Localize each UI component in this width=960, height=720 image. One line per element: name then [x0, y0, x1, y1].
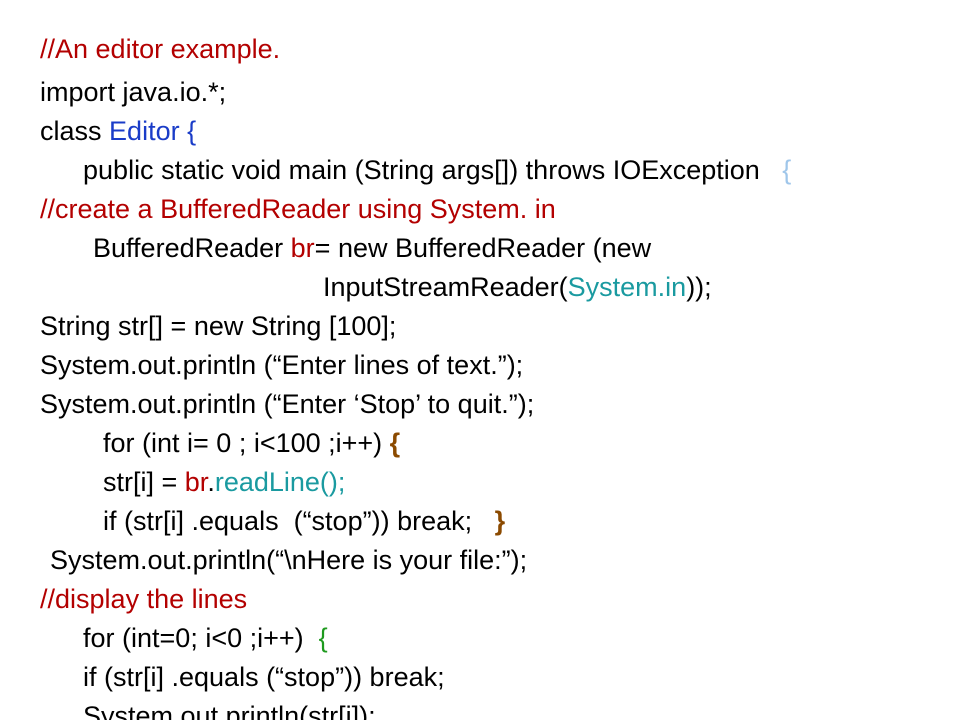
code-text: import java.io.*;	[40, 77, 227, 107]
class-name-text: Editor {	[109, 116, 197, 146]
comment-text: //display the lines	[40, 584, 248, 614]
code-line: class Editor {	[10, 80, 196, 146]
comment-text: //create a BufferedReader using System. …	[40, 194, 556, 224]
code-line: System.out.println (“Enter ‘Stop’ to qui…	[10, 353, 534, 419]
variable-text: br	[184, 467, 208, 497]
code-text: public static void main (String args[]) …	[83, 155, 760, 185]
brace-text: }	[494, 506, 506, 536]
code-text: System.out.println(str[i]);	[83, 701, 376, 720]
code-line: System.out.println(str[i]);	[53, 665, 376, 720]
code-line: str[i] = br.readLine();	[73, 431, 345, 497]
code-line: //create a BufferedReader using System. …	[10, 158, 556, 224]
code-line: InputStreamReader(System.in));	[293, 236, 712, 302]
highlight-text: readLine();	[214, 467, 346, 497]
code-text: System.out.println (“Enter ‘Stop’ to qui…	[40, 389, 535, 419]
code-line: } } }	[53, 690, 140, 720]
code-text: String str[] = new String [100];	[40, 311, 397, 341]
code-text: for (int i= 0 ; i<100 ;i++)	[103, 428, 390, 458]
code-text: .	[207, 467, 215, 497]
code-text: System.out.println(“\nHere is your file:…	[50, 545, 528, 575]
code-text: if (str[i] .equals (“stop”)) break;	[83, 662, 445, 692]
code-line: import java.io.*;	[10, 41, 226, 107]
code-text: class	[40, 116, 110, 146]
code-line: String str[] = new String [100];	[10, 275, 396, 341]
code-line: //An editor example.	[10, 0, 280, 64]
code-text: for (int=0; i<0 ;i++)	[83, 623, 319, 653]
code-line: public static void main (String args[]) …	[53, 119, 791, 185]
brace-text: {	[318, 623, 328, 653]
code-line: System.out.println (“Enter lines of text…	[10, 314, 523, 380]
highlight-text: System.in	[567, 272, 687, 302]
code-line: //display the lines	[10, 548, 247, 614]
code-text: InputStreamReader(	[323, 272, 568, 302]
code-line: System.out.println(“\nHere is your file:…	[20, 509, 527, 575]
code-text: = new BufferedReader (new	[314, 233, 652, 263]
comment-text: //An editor example.	[40, 34, 281, 64]
code-text: BufferedReader	[93, 233, 291, 263]
code-text: if (str[i] .equals (“stop”)) break;	[103, 506, 495, 536]
brace-text: {	[389, 428, 401, 458]
code-text: System.out.println (“Enter lines of text…	[40, 350, 524, 380]
variable-text: br	[290, 233, 315, 263]
code-line: for (int i= 0 ; i<100 ;i++) {	[73, 392, 400, 458]
code-text: ));	[686, 272, 712, 302]
code-line: if (str[i] .equals (“stop”)) break;	[53, 626, 445, 692]
code-line: if (str[i] .equals (“stop”)) break; }	[73, 470, 505, 536]
code-text: str[i] =	[103, 467, 185, 497]
brace-text: {	[759, 155, 792, 185]
code-line: BufferedReader br= new BufferedReader (n…	[63, 197, 651, 263]
code-line: for (int=0; i<0 ;i++) {	[53, 587, 328, 653]
